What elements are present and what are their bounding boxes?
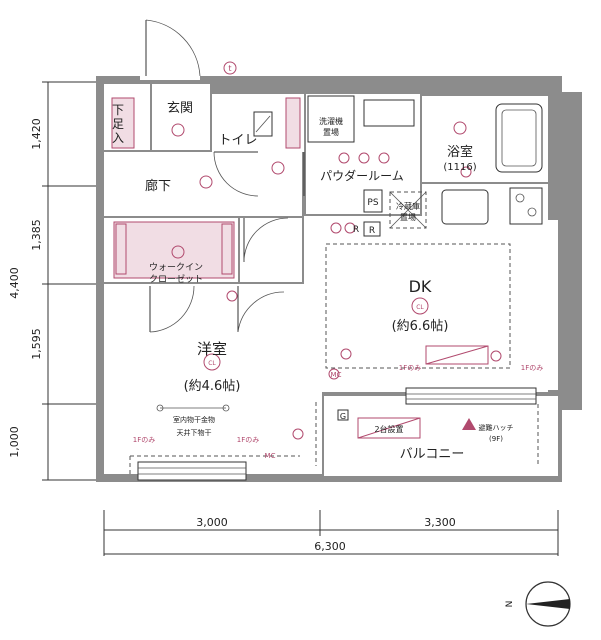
label-hatch-2: (9F) <box>489 435 503 443</box>
label-genkan: 玄関 <box>167 101 193 116</box>
closet-shelf-right <box>221 223 233 275</box>
fridge-area <box>389 191 427 229</box>
label-r-left: R <box>353 225 359 235</box>
label-getabako-2: 足 <box>112 117 124 131</box>
label-r-right: R <box>369 226 375 236</box>
shoe-cabinet <box>111 97 135 149</box>
storage-areas <box>111 97 301 279</box>
label-dk: DK <box>409 277 432 296</box>
label-two-units: 2台設置 <box>374 424 403 434</box>
dimension-lines <box>42 81 559 556</box>
dim-width-2: 3,300 <box>424 516 456 529</box>
label-powder: パウダールーム <box>320 168 404 183</box>
label-t: t <box>228 64 231 73</box>
ps-box <box>363 189 383 213</box>
label-getabako-3: 入 <box>112 131 124 145</box>
label-washer-2: 置場 <box>323 127 339 137</box>
g-box <box>337 409 349 421</box>
washbasin <box>441 189 489 225</box>
label-ps: PS <box>367 198 378 208</box>
dim-height-2: 1,385 <box>30 219 43 251</box>
stove <box>509 187 543 225</box>
label-fridge-1: 冷蔵庫 <box>396 201 420 211</box>
label-bath: 浴室 <box>447 144 473 160</box>
label-1f-mid: 1Fのみ <box>237 436 259 444</box>
label-wic-2: クローゼット <box>149 273 203 285</box>
label-getabako-1: 下 <box>112 103 124 117</box>
fixture-labels: PS R R CL CL 洗濯機 置場 冷蔵庫 置場 室内物干金物 天井下物干 … <box>133 64 543 460</box>
dim-width-1: 3,000 <box>196 516 228 529</box>
label-cl-dk: CL <box>416 304 424 311</box>
aircon <box>425 345 489 365</box>
compass-north-label: N <box>505 601 515 608</box>
dim-height-4: 1,000 <box>8 426 21 458</box>
hatch-icon <box>462 418 476 430</box>
label-indoor-dry: 室内物干金物 <box>173 415 215 424</box>
label-1f-right: 1Fのみ <box>521 364 543 372</box>
dim-height-3: 1,595 <box>30 328 43 360</box>
label-1f-left: 1Fのみ <box>133 436 155 444</box>
label-dk-size: (約6.6帖) <box>392 319 449 334</box>
label-wic-1: ウォークイン <box>149 262 203 273</box>
two-units-box <box>357 417 421 439</box>
doors <box>140 19 305 333</box>
label-mc-left: MC <box>265 452 276 460</box>
label-1f-dk: 1Fのみ <box>399 364 421 372</box>
label-g: G <box>340 412 346 421</box>
label-bath-size: (1116) <box>443 162 476 173</box>
vanity <box>363 99 415 127</box>
label-cl-western: CL <box>208 360 216 367</box>
dim-height-1: 1,420 <box>30 118 43 150</box>
closet-shelf-left <box>115 223 127 275</box>
label-fridge-2: 置場 <box>400 212 416 222</box>
dim-total-height: 4,400 <box>8 267 21 299</box>
label-western: 洋室 <box>197 340 227 358</box>
compass-arrow-icon <box>526 599 570 609</box>
compass: N <box>505 581 571 627</box>
label-ceiling-dry: 天井下物干 <box>177 428 212 437</box>
label-hallway: 廊下 <box>145 178 171 194</box>
label-mc-dk: MC <box>331 371 342 379</box>
r-box-right <box>363 221 381 237</box>
label-washer-1: 洗濯機 <box>319 116 343 126</box>
label-hatch-1: 避難ハッチ <box>479 423 514 432</box>
walk-in-closet <box>113 221 235 279</box>
label-western-size: (約4.6帖) <box>184 379 241 394</box>
dim-total-width: 6,300 <box>314 540 346 553</box>
toilet-fixture <box>253 111 273 137</box>
label-balcony: バルコニー <box>400 447 465 462</box>
washer-area <box>307 95 355 143</box>
dimension-labels: 4,400 1,420 1,385 1,595 1,000 3,000 3,30… <box>8 118 456 553</box>
fixtures <box>129 61 543 474</box>
windows <box>137 387 537 481</box>
room-labels: 下 足 入 玄関 トイレ 浴室 (1116) パウダールーム 廊下 ウォークイン… <box>112 101 477 462</box>
bathtub <box>495 103 543 173</box>
label-toilet: トイレ <box>218 133 257 148</box>
toilet-shelf <box>285 97 301 149</box>
kitchen-counter <box>325 243 511 369</box>
